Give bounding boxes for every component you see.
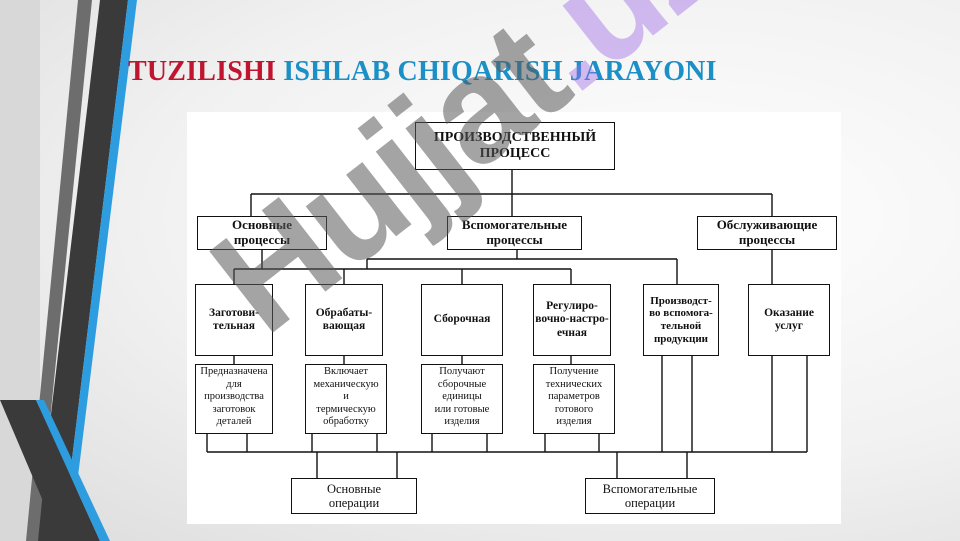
adjustment-description: Получение технических параметров готовог… bbox=[533, 364, 615, 434]
processing-box: Обрабаты- вающая bbox=[305, 284, 383, 356]
procurement-description: Предназначена для производства заготовок… bbox=[195, 364, 273, 434]
diagram-panel: ПРОИЗВОДСТВЕННЫЙ ПРОЦЕСС Основные процес… bbox=[187, 112, 841, 524]
decorative-stripes bbox=[0, 0, 137, 541]
slide-title: TUZILISHI ISHLAB CHIQARISH JARAYONI bbox=[128, 56, 717, 88]
processing-description: Включает механическую и термическую обра… bbox=[305, 364, 387, 434]
aux-processes-box: Вспомогательные процессы bbox=[447, 216, 582, 250]
main-processes-box: Основные процессы bbox=[197, 216, 327, 250]
title-part-blue: ISHLAB CHIQARISH JARAYONI bbox=[283, 56, 717, 87]
procurement-box: Заготови- тельная bbox=[195, 284, 273, 356]
service-processes-box: Обслуживающие процессы bbox=[697, 216, 837, 250]
aux-production-box: Производст- во вспомога- тельной продукц… bbox=[643, 284, 719, 356]
adjustment-box: Регулиро- вочно-настро- ечная bbox=[533, 284, 611, 356]
title-part-red: TUZILISHI bbox=[128, 56, 277, 87]
assembly-description: Получают сборочные единицы или готовые и… bbox=[421, 364, 503, 434]
connector-lines bbox=[206, 170, 808, 478]
aux-operations-box: Вспомогательные операции bbox=[585, 478, 715, 514]
main-operations-box: Основные операции bbox=[291, 478, 417, 514]
assembly-box: Сборочная bbox=[421, 284, 503, 356]
services-box: Оказание услуг bbox=[748, 284, 830, 356]
root-box: ПРОИЗВОДСТВЕННЫЙ ПРОЦЕСС bbox=[415, 122, 615, 170]
